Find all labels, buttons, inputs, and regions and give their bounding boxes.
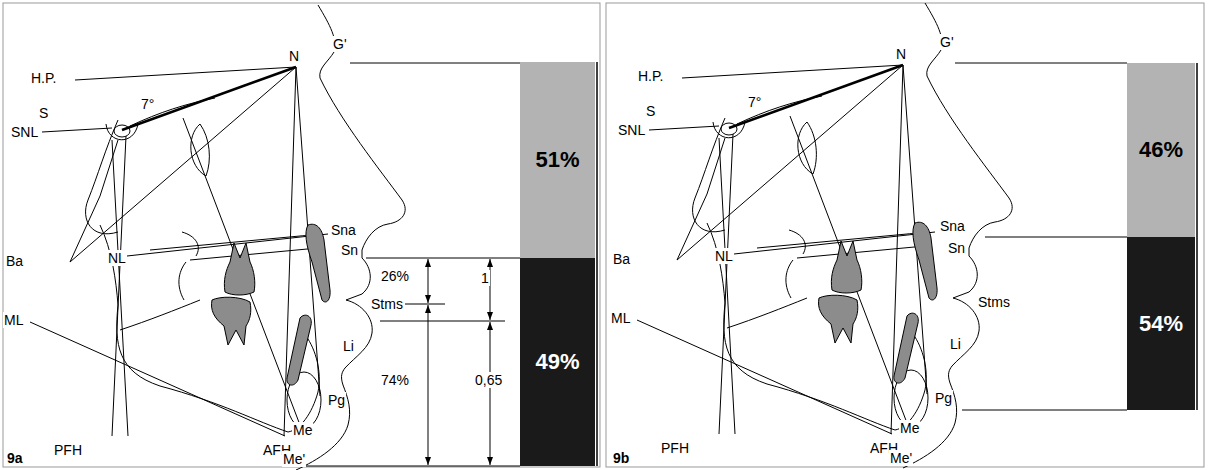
landmark-label: Sna	[330, 222, 357, 238]
landmark-label: S	[645, 103, 656, 119]
line-label: ML	[3, 312, 24, 328]
landmark-label: Ba	[5, 253, 24, 269]
angle-value: 7°	[747, 94, 762, 110]
proportion-bar: 49%	[520, 258, 595, 466]
line-label: PFH	[53, 442, 83, 458]
panel-label: 9b	[612, 450, 630, 466]
landmark-label: S	[38, 105, 49, 121]
panel-label: 9a	[6, 450, 24, 466]
line-label: NL	[107, 250, 127, 266]
line-label: H.P.	[30, 70, 57, 86]
landmark-label: N	[288, 48, 300, 64]
proportion-bar: 54%	[1127, 237, 1195, 410]
angle-value: 7°	[140, 96, 155, 112]
landmark-label: Stms	[977, 294, 1011, 310]
proportion-bar: 46%	[1127, 63, 1195, 237]
percentage-value: 49%	[535, 349, 579, 375]
landmark-label: N	[895, 46, 907, 62]
landmark-label: Me	[292, 422, 313, 438]
line-label: PFH	[660, 440, 690, 456]
landmark-label: Li	[342, 338, 355, 354]
landmark-label: G'	[332, 36, 348, 52]
percentage-value: 54%	[1139, 311, 1183, 337]
line-label: SNL	[10, 124, 39, 140]
landmark-label: Me'	[889, 450, 913, 466]
landmark-label: Pg	[327, 392, 346, 408]
landmark-label: G'	[939, 34, 955, 50]
landmark-label: Sn	[340, 242, 359, 258]
line-label: NL	[714, 248, 734, 264]
percentage-value: 74%	[380, 372, 410, 388]
line-label: SNL	[617, 122, 646, 138]
landmark-label: Sna	[939, 218, 966, 234]
ratio-value: 0,65	[474, 372, 503, 388]
percentage-value: 26%	[380, 268, 410, 284]
proportion-bar: 51%	[520, 62, 595, 258]
percentage-value: 51%	[535, 147, 579, 173]
ratio-value: 1	[480, 270, 490, 286]
line-label: ML	[610, 310, 631, 326]
line-label: H.P.	[637, 68, 664, 84]
landmark-label: Stms	[370, 296, 404, 312]
landmark-label: Me'	[282, 451, 306, 467]
landmark-label: Me	[899, 420, 920, 436]
landmark-label: Sn	[947, 240, 966, 256]
percentage-value: 46%	[1139, 137, 1183, 163]
landmark-label: Ba	[612, 251, 631, 267]
landmark-label: Pg	[934, 390, 953, 406]
landmark-label: Li	[949, 336, 962, 352]
